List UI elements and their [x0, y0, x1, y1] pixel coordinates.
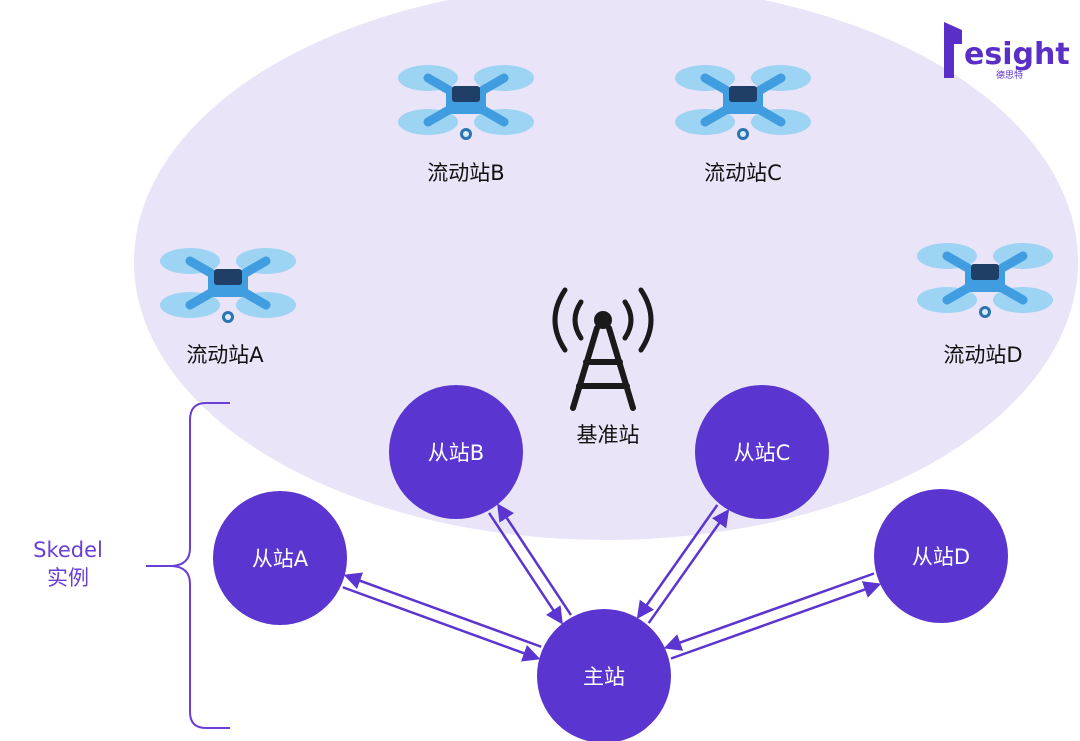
rover-d-label: 流动站D	[943, 343, 1022, 367]
link-arrow-slave-d-back	[670, 581, 882, 660]
link-arrow-slave-b-back	[497, 503, 573, 616]
rover-b-label: 流动站B	[427, 161, 504, 185]
bracket-label-line2: 实例	[47, 566, 89, 590]
master-node: 主站	[537, 609, 671, 741]
link-layer	[342, 503, 882, 662]
link-arrow-slave-d-out	[663, 572, 875, 651]
radio-tower-icon	[552, 287, 654, 411]
slave-d-label: 从站D	[912, 545, 970, 569]
slave-b-label: 从站B	[428, 441, 484, 465]
rover-a-label: 流动站A	[186, 343, 264, 367]
slave-c-label: 从站C	[734, 441, 791, 465]
bracket-label-line1: Skedel	[33, 538, 103, 562]
slave-b-node: 从站B	[389, 385, 523, 519]
logo-mark-icon	[944, 22, 962, 78]
slave-a-node: 从站A	[213, 491, 347, 625]
coverage-zone	[134, 0, 1078, 540]
slave-c-node: 从站C	[695, 385, 829, 519]
base-station-label: 基准站	[577, 423, 640, 447]
master-label: 主站	[583, 665, 625, 689]
logo-text: esight	[964, 37, 1070, 72]
tesight-logo: esight 德思特	[944, 22, 1070, 81]
link-arrow-slave-a-out	[342, 586, 541, 662]
slave-d-node: 从站D	[874, 489, 1008, 623]
link-arrow-slave-b-out	[487, 512, 563, 625]
link-arrow-slave-c-out	[636, 504, 719, 620]
link-arrow-slave-a-back	[343, 572, 542, 648]
instance-bracket	[146, 402, 230, 729]
slave-a-label: 从站A	[252, 547, 309, 571]
rover-c-label: 流动站C	[704, 161, 782, 185]
logo-sub: 德思特	[996, 69, 1023, 81]
link-arrow-slave-c-back	[647, 508, 730, 624]
